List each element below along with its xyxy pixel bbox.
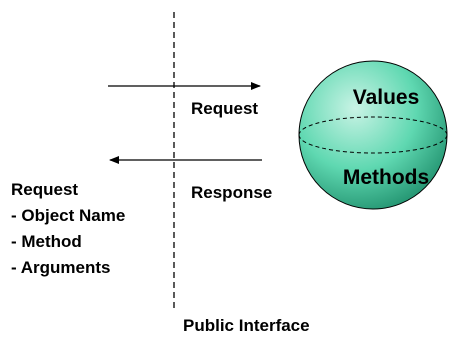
request-item-object-name: - Object Name	[11, 206, 125, 225]
sphere-equator-front	[298, 134, 448, 154]
methods-label: Methods	[343, 166, 429, 189]
public-interface-label: Public Interface	[183, 316, 310, 335]
request-item-method: - Method	[11, 232, 82, 251]
sphere-equator-back	[298, 116, 448, 136]
request-heading: Request	[11, 180, 78, 199]
request-item-arguments: - Arguments	[11, 258, 111, 277]
request-arrow-label: Request	[191, 99, 258, 118]
object-sphere: Values Methods	[298, 60, 448, 210]
response-arrow-label: Response	[191, 183, 272, 202]
request-details: Request - Object Name - Method - Argumen…	[11, 180, 125, 277]
values-label: Values	[353, 86, 420, 109]
